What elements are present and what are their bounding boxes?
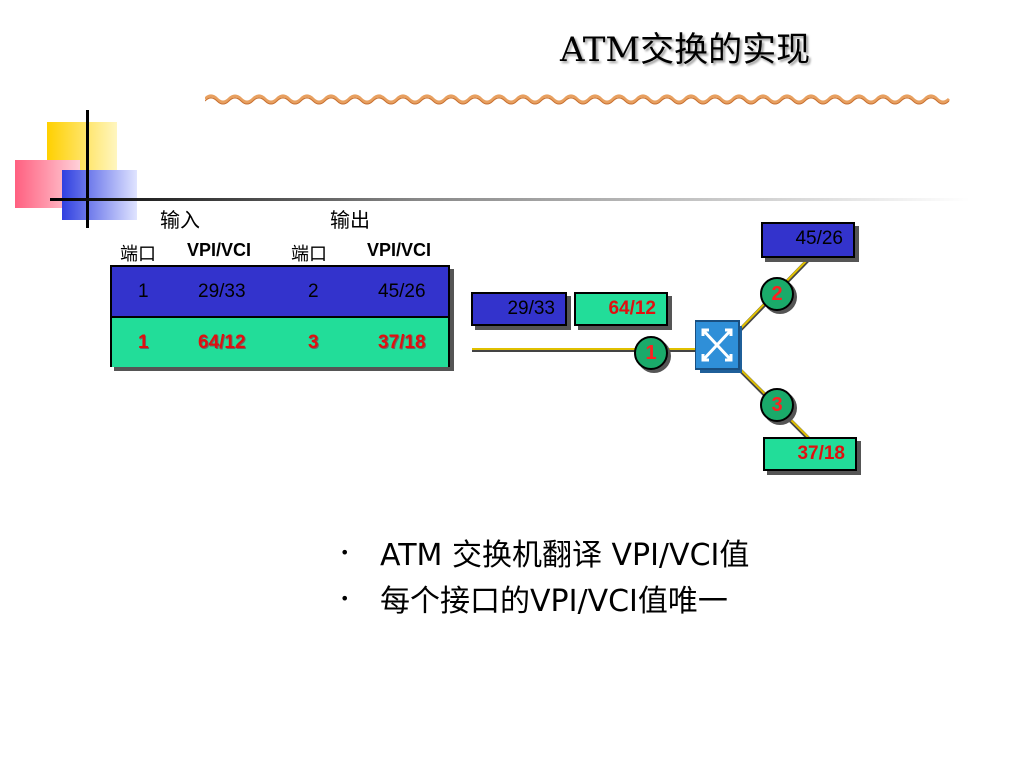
list-item: • ATM 交换机翻译 VPI/VCI值: [340, 530, 980, 576]
cell-out-port: 3: [308, 332, 319, 353]
cell-in-vpivci: 29/33: [198, 281, 246, 302]
port-1-circle: 1: [634, 336, 668, 370]
bullet-dot-icon: •: [340, 543, 350, 562]
header-vpivci-out: VPI/VCI: [367, 240, 432, 260]
atm-switch-icon: [695, 320, 742, 373]
bullet-text: ATM 交换机翻译 VPI/VCI值: [380, 538, 750, 573]
header-vpivci-in: VPI/VCI: [187, 240, 252, 260]
cell-in-port: 1: [138, 281, 149, 302]
bullet-list: • ATM 交换机翻译 VPI/VCI值 • 每个接口的VPI/VCI值唯一: [340, 530, 980, 622]
cell-out-vpivci: 37/18: [378, 332, 426, 353]
header-output: 输出: [330, 208, 370, 232]
title-underline-wave: [205, 94, 951, 105]
table-row: 1 29/33 2 45/26: [112, 267, 448, 318]
list-item: • 每个接口的VPI/VCI值唯一: [340, 576, 980, 622]
bullet-text: 每个接口的VPI/VCI值唯一: [380, 584, 728, 619]
incoming-cell-64-12: 64/12: [574, 292, 668, 326]
cell-in-port: 1: [138, 332, 149, 353]
incoming-cell-29-33: 29/33: [471, 292, 567, 326]
decorative-corner-graphic: [15, 110, 970, 228]
page-title: ATM交换的实现: [560, 30, 811, 70]
header-port-out: 端口: [291, 244, 327, 265]
cell-out-port: 2: [308, 281, 319, 302]
translation-table: 1 29/33 2 45/26 1 64/12 3 37/18: [110, 265, 450, 367]
bullet-dot-icon: •: [340, 589, 350, 608]
table-row: 1 64/12 3 37/18: [112, 318, 448, 367]
outgoing-cell-port2: 45/26: [761, 222, 855, 258]
port-3-circle: 3: [760, 388, 794, 422]
outgoing-cell-port3: 37/18: [763, 437, 857, 471]
port-2-circle: 2: [760, 277, 794, 311]
header-port-in: 端口: [120, 244, 156, 265]
cell-in-vpivci: 64/12: [198, 332, 246, 353]
header-input: 输入: [160, 208, 200, 232]
cell-out-vpivci: 45/26: [378, 281, 426, 302]
